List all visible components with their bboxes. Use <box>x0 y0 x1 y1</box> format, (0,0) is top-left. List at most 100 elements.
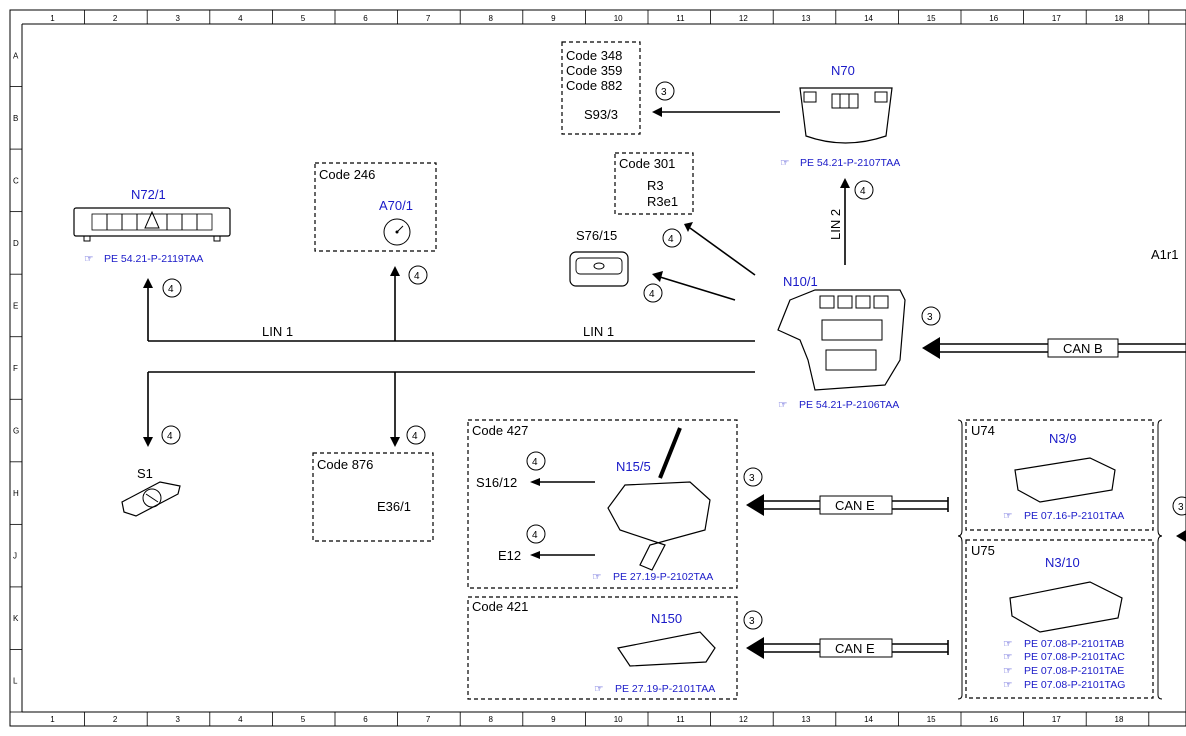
component-a70-1: Code 246 A70/1 <box>314 162 437 252</box>
component-n3-9: U74 N3/9 ☞ PE 07.16-P-2101TAA <box>965 419 1154 531</box>
component-n15-5: Code 427 N15/5 S16/12 E12 ☞ PE 27.19-P-2… <box>467 419 738 589</box>
marker-4: 4 <box>406 425 426 445</box>
svg-text:Code 359: Code 359 <box>566 63 622 78</box>
column-number: 16 <box>989 715 998 724</box>
column-number: 3 <box>176 715 181 724</box>
column-number: 8 <box>489 715 494 724</box>
column-number: 7 <box>426 14 431 23</box>
component-n70: N70 ☞ PE 54.21-P-2107TAA <box>780 63 900 169</box>
svg-text:4: 4 <box>167 431 173 442</box>
column-number: 10 <box>614 14 623 23</box>
component-n72-1: N72/1 ☞ PE 54.21-P-2119TAA <box>73 187 231 265</box>
column-number: 7 <box>426 715 431 724</box>
svg-text:U74: U74 <box>971 423 995 438</box>
svg-text:U75: U75 <box>971 543 995 558</box>
svg-text:4: 4 <box>668 234 674 245</box>
can-b-arrow <box>922 337 940 359</box>
column-number: 17 <box>1052 715 1061 724</box>
hand-pointer-icon: ☞ <box>84 253 93 265</box>
diagram-frame <box>9 9 1186 727</box>
column-number: 13 <box>802 14 811 23</box>
hand-pointer-icon: ☞ <box>1003 510 1012 522</box>
svg-text:Code 348: Code 348 <box>566 48 622 63</box>
column-number: 2 <box>113 715 118 724</box>
column-number: 14 <box>864 14 873 23</box>
svg-text:3: 3 <box>927 312 933 323</box>
svg-text:N3/9: N3/9 <box>1049 431 1076 446</box>
svg-text:4: 4 <box>532 457 538 468</box>
arrow-up <box>143 278 153 288</box>
column-number: 4 <box>238 14 243 23</box>
svg-text:N3/10: N3/10 <box>1045 555 1080 570</box>
column-number: 1 <box>50 14 55 23</box>
marker-4: 4 <box>162 278 182 298</box>
svg-text:Code 882: Code 882 <box>566 78 622 93</box>
component-s1: S1 <box>121 466 181 517</box>
row-letter: J <box>13 552 17 561</box>
hand-pointer-icon: ☞ <box>780 157 789 169</box>
gauge-icon <box>383 218 411 246</box>
component-r3: Code 301 R3 R3e1 <box>614 152 694 215</box>
row-letter: A <box>13 51 19 60</box>
marker-4: 4 <box>526 524 546 544</box>
svg-text:E12: E12 <box>498 548 521 563</box>
svg-text:Code 246: Code 246 <box>319 167 375 182</box>
lin1-right-label: LIN 1 <box>583 324 614 339</box>
row-letter: D <box>13 239 19 248</box>
n72-1-label: N72/1 <box>131 187 166 202</box>
svg-text:Code 421: Code 421 <box>472 599 528 614</box>
row-letter: B <box>13 114 18 123</box>
component-e36-1: Code 876 E36/1 <box>312 452 434 542</box>
svg-text:3: 3 <box>749 473 755 484</box>
hand-pointer-icon: ☞ <box>1003 651 1012 663</box>
component-n150: Code 421 N150 ☞ PE 27.19-P-2101TAA <box>467 596 738 700</box>
svg-text:4: 4 <box>860 186 866 197</box>
svg-text:N150: N150 <box>651 611 682 626</box>
component-n10-1: N10/1 ☞ PE 54.21-P-2106TAA <box>777 274 906 411</box>
column-number: 15 <box>927 715 936 724</box>
component-s93-3: Code 348 Code 359 Code 882 S93/3 <box>561 41 641 135</box>
column-number: 18 <box>1115 715 1124 724</box>
row-letter: F <box>13 364 18 373</box>
can-b-label: CAN B <box>1063 341 1103 356</box>
svg-text:4: 4 <box>532 530 538 541</box>
column-number: 2 <box>113 14 118 23</box>
marker-3: 3 <box>921 306 941 326</box>
svg-text:S16/12: S16/12 <box>476 475 517 490</box>
hand-pointer-icon: ☞ <box>1003 638 1012 650</box>
svg-text:PE 27.19-P-2102TAA: PE 27.19-P-2102TAA <box>613 571 713 583</box>
svg-text:PE 07.08-P-2101TAB: PE 07.08-P-2101TAB <box>1024 638 1124 650</box>
svg-text:Code 876: Code 876 <box>317 457 373 472</box>
hand-pointer-icon: ☞ <box>778 399 787 411</box>
svg-text:N10/1: N10/1 <box>783 274 818 289</box>
marker-4: 4 <box>161 425 181 445</box>
svg-text:4: 4 <box>414 271 420 282</box>
svg-text:3: 3 <box>1178 502 1184 513</box>
svg-text:PE 54.21-P-2106TAA: PE 54.21-P-2106TAA <box>799 399 899 411</box>
marker-3: 3 <box>655 81 675 101</box>
column-number: 15 <box>927 14 936 23</box>
lin2-label: LIN 2 <box>828 209 843 240</box>
column-number: 18 <box>1115 14 1124 23</box>
svg-text:4: 4 <box>168 284 174 295</box>
a1r1-label: A1r1 <box>1151 247 1178 262</box>
svg-text:A70/1: A70/1 <box>379 198 413 213</box>
svg-text:4: 4 <box>649 289 655 300</box>
column-number: 1 <box>50 715 55 724</box>
marker-3: 3 <box>743 467 763 487</box>
column-number: 6 <box>363 715 368 724</box>
svg-text:PE 27.19-P-2101TAA: PE 27.19-P-2101TAA <box>615 683 715 695</box>
column-number: 10 <box>614 715 623 724</box>
marker-4: 4 <box>662 228 682 248</box>
row-letter: K <box>13 614 19 623</box>
column-number: 14 <box>864 715 873 724</box>
hand-pointer-icon: ☞ <box>594 683 603 695</box>
hazard-icon <box>144 210 160 229</box>
column-ruler: 1122334455667788991010111112121313141415… <box>50 10 1150 726</box>
marker-4: 4 <box>643 283 663 303</box>
svg-text:PE 07.08-P-2101TAE: PE 07.08-P-2101TAE <box>1024 665 1124 677</box>
svg-text:S76/15: S76/15 <box>576 228 617 243</box>
row-letter: C <box>13 176 19 185</box>
svg-text:3: 3 <box>749 616 755 627</box>
